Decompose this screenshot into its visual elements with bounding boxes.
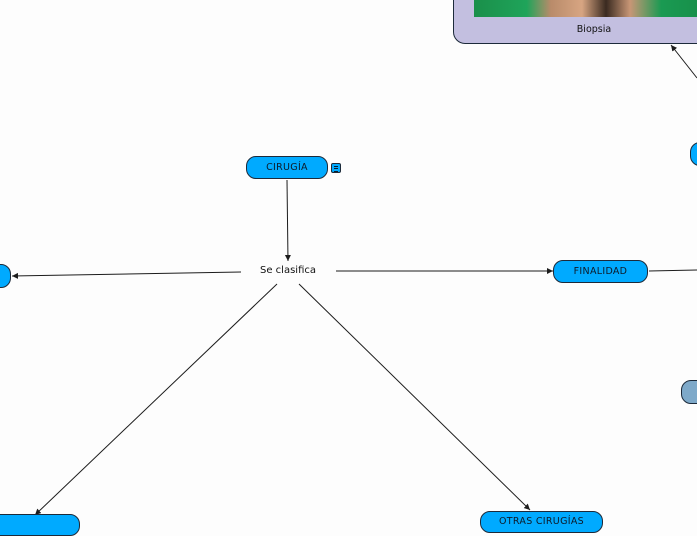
otras-cirugias-label: OTRAS CIRUGÍAS (499, 516, 584, 527)
connector-lines (11, 44, 697, 516)
node-finalidad[interactable]: FINALIDAD (553, 260, 648, 283)
line-connector-to-bottom-right (298, 283, 531, 511)
line-topic-to-connector (284, 179, 291, 262)
node-right-lower[interactable] (681, 380, 697, 404)
node-otras-cirugias[interactable]: OTRAS CIRUGÍAS (480, 511, 603, 533)
line-finalidad-to-right (648, 269, 697, 272)
node-bottom-left[interactable] (0, 514, 80, 536)
finalidad-label: FINALIDAD (573, 266, 628, 277)
note-icon[interactable] (331, 163, 341, 173)
line-connector-to-left (11, 271, 242, 279)
line-connector-to-bottom-left (34, 283, 278, 516)
line-right-to-image-card (670, 44, 697, 79)
topic-node-cirugia[interactable]: CIRUGÍA (246, 156, 328, 179)
topic-label: CIRUGÍA (266, 162, 308, 173)
connector-label[interactable]: Se clasifica (256, 265, 320, 276)
biopsia-photo (474, 0, 697, 17)
image-caption: Biopsia (576, 24, 612, 35)
biopsia-image-card[interactable]: Biopsia (453, 0, 697, 44)
